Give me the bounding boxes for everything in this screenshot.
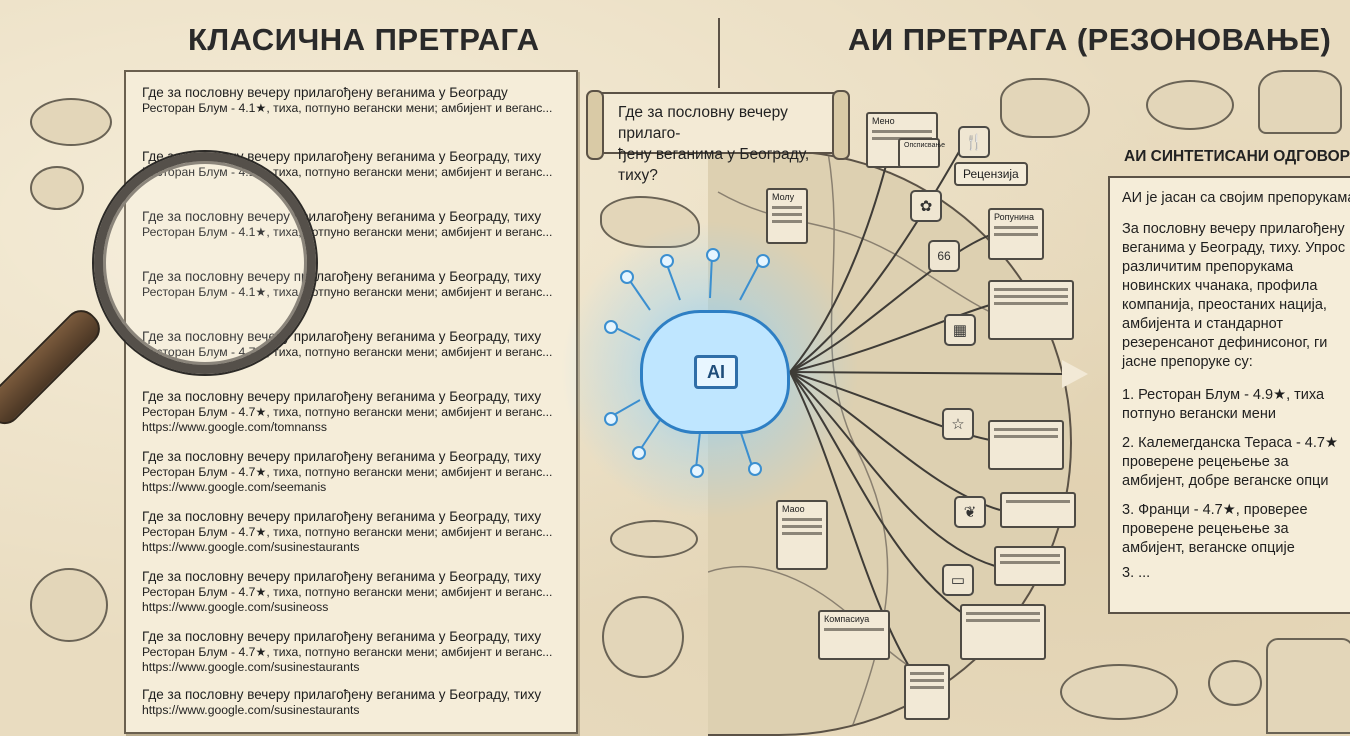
ai-answer-head: АИ је јасан са својим препорукама: [1122, 190, 1350, 206]
neural-node-icon: [748, 462, 762, 476]
result-snippet: Ресторан Блум - 4.7★, тиха, потпуно вега…: [142, 645, 553, 659]
grid-icon: ▦: [944, 314, 976, 346]
ai-answer-item: 1. Ресторан Блум - 4.9★, тиха потпуно ве…: [1122, 387, 1325, 422]
result-query: Где за пословну вечеру прилагођену веган…: [142, 569, 542, 584]
result-query: Где за пословну вечеру прилагођену веган…: [142, 389, 542, 404]
result-item[interactable]: Где за пословну вечеру прилагођену веган…: [142, 388, 572, 435]
ai-chip-label: AI: [694, 355, 738, 389]
result-url[interactable]: https://www.google.com/susineoss: [142, 600, 329, 614]
result-url[interactable]: https://www.google.com/susinestaurants: [142, 660, 360, 674]
result-url[interactable]: https://www.google.com/seemanis: [142, 480, 327, 494]
arrow-head-icon: [1062, 360, 1088, 388]
result-url[interactable]: https://www.google.com/susinestaurants: [142, 540, 360, 554]
source-card-maoo-label: Маоо: [782, 504, 805, 514]
result-query: Где за пословну вечеру прилагођену веган…: [142, 509, 542, 524]
neural-node-icon: [756, 254, 770, 268]
result-item[interactable]: Где за пословну вечеру прилагођену веган…: [142, 448, 572, 495]
ai-answer-card: АИ је јасан са својим препорукама За пос…: [1108, 176, 1350, 614]
source-card-listing: [960, 604, 1046, 660]
dish-sketch-icon: [1146, 80, 1234, 130]
result-snippet: Ресторан Блум - 4.1★, тиха, потпуно вега…: [142, 101, 553, 115]
result-snippet: Ресторан Блум - 4.7★, тиха, потпуно вега…: [142, 405, 553, 419]
source-card-webpage: [988, 280, 1074, 340]
griffin-sketch-icon: [1000, 78, 1090, 138]
church-sketch-icon: [1258, 70, 1342, 134]
source-card-profile: [994, 546, 1066, 586]
source-card-molu: Молу: [766, 188, 808, 244]
neural-node-icon: [706, 248, 720, 262]
source-card-document: [904, 664, 950, 720]
result-url[interactable]: https://www.google.com/tomnanss: [142, 420, 327, 434]
ai-answer-title: АИ СИНТЕТИСАНИ ОДГОВОР: [1124, 148, 1350, 165]
food-bowl-icon: [30, 166, 84, 210]
neural-node-icon: [620, 270, 634, 284]
flower-icon: ✿: [910, 190, 942, 222]
source-card-compass-label: Компасиуа: [824, 614, 870, 624]
car-icon: ▭: [942, 564, 974, 596]
result-snippet: Ресторан Блум - 4.7★, тиха, потпуно вега…: [142, 465, 553, 479]
ai-query-text: Где за пословну вечеру прилаго- ђену вег…: [618, 104, 810, 184]
calendar-count: 66: [937, 249, 951, 263]
neural-node-icon: [660, 254, 674, 268]
ai-answer-item: 2. Калемегданска Тераса - 4.7★ проверене…: [1122, 435, 1338, 489]
result-snippet: Ресторан Блум - 4.7★, тиха, потпуно вега…: [142, 525, 553, 539]
magnifying-glass-icon: [94, 152, 316, 374]
source-card-article: [1000, 492, 1076, 528]
result-item[interactable]: Где за пословну вечеру прилагођену веган…: [142, 84, 572, 116]
food-plate-icon: [1208, 660, 1262, 706]
dish-sketch-icon: [610, 520, 698, 558]
temple-sketch-icon: [1266, 638, 1350, 734]
neural-node-icon: [604, 320, 618, 334]
soup-bowl-icon: [602, 596, 684, 678]
result-url[interactable]: https://www.google.com/susinestaurants: [142, 703, 360, 717]
review-tag: Рецензија: [954, 162, 1028, 186]
result-snippet: Ресторан Блум - 4.7★, тиха, потпуно вега…: [142, 585, 553, 599]
source-card-opis: Опсписвање: [898, 138, 945, 168]
ai-answer-list: 1. Ресторан Блум - 4.9★, тиха потпуно ве…: [1122, 386, 1350, 558]
result-item[interactable]: Где за пословну вечеру прилагођену веган…: [142, 628, 572, 675]
neural-node-icon: [604, 412, 618, 426]
result-query: Где за пословну вечеру прилагођену веган…: [142, 85, 508, 100]
source-card-review: [988, 420, 1064, 470]
result-query: Где за пословну вечеру прилагођену веган…: [142, 449, 542, 464]
source-card-compass: Компасиуа: [818, 610, 890, 660]
ai-answer-item: 3. Франци - 4.7★, проверее проверене рец…: [1122, 502, 1308, 556]
result-item[interactable]: Где за пословну вечеру прилагођену веган…: [142, 508, 572, 555]
section-divider: [718, 18, 720, 88]
ai-answer-more: 3. ...: [1122, 565, 1151, 581]
fork-knife-icon: 🍴: [958, 126, 990, 158]
classic-search-heading: КЛАСИЧНА ПРЕТРАГА: [188, 22, 540, 57]
result-item[interactable]: Где за пословну вечеру прилагођену веган…: [142, 568, 572, 615]
source-card-menu-label: Мено: [872, 116, 895, 126]
ai-query-scroll: Где за пословну вечеру прилаго- ђену вег…: [586, 90, 850, 184]
ai-search-heading: АИ ПРЕТРАГА (РЕЗОНОВАЊЕ): [848, 22, 1332, 57]
ai-answer-body: За пословну вечеру прилагођену веганима …: [1122, 221, 1346, 370]
result-item[interactable]: Где за пословну вечеру прилагођену веган…: [142, 686, 572, 718]
source-card-ropuni: Ропунина: [988, 208, 1044, 260]
source-card-opis-label: Опсписвање: [904, 142, 946, 149]
source-card-ropuni-label: Ропунина: [994, 212, 1034, 222]
salad-bowl-icon: [30, 98, 112, 146]
result-query: Где за пословну вечеру прилагођену веган…: [142, 629, 542, 644]
source-card-maoo: Маоо: [776, 500, 828, 570]
neural-node-icon: [690, 464, 704, 478]
source-card-molu-label: Молу: [772, 192, 795, 202]
calendar-icon: 66: [928, 240, 960, 272]
star-icon: ☆: [942, 408, 974, 440]
leaf-icon: ❦: [954, 496, 986, 528]
dish-sketch-icon: [1060, 664, 1178, 720]
neural-node-icon: [632, 446, 646, 460]
pasta-bowl-icon: [30, 568, 108, 642]
result-query: Где за пословну вечеру прилагођену веган…: [142, 687, 542, 702]
